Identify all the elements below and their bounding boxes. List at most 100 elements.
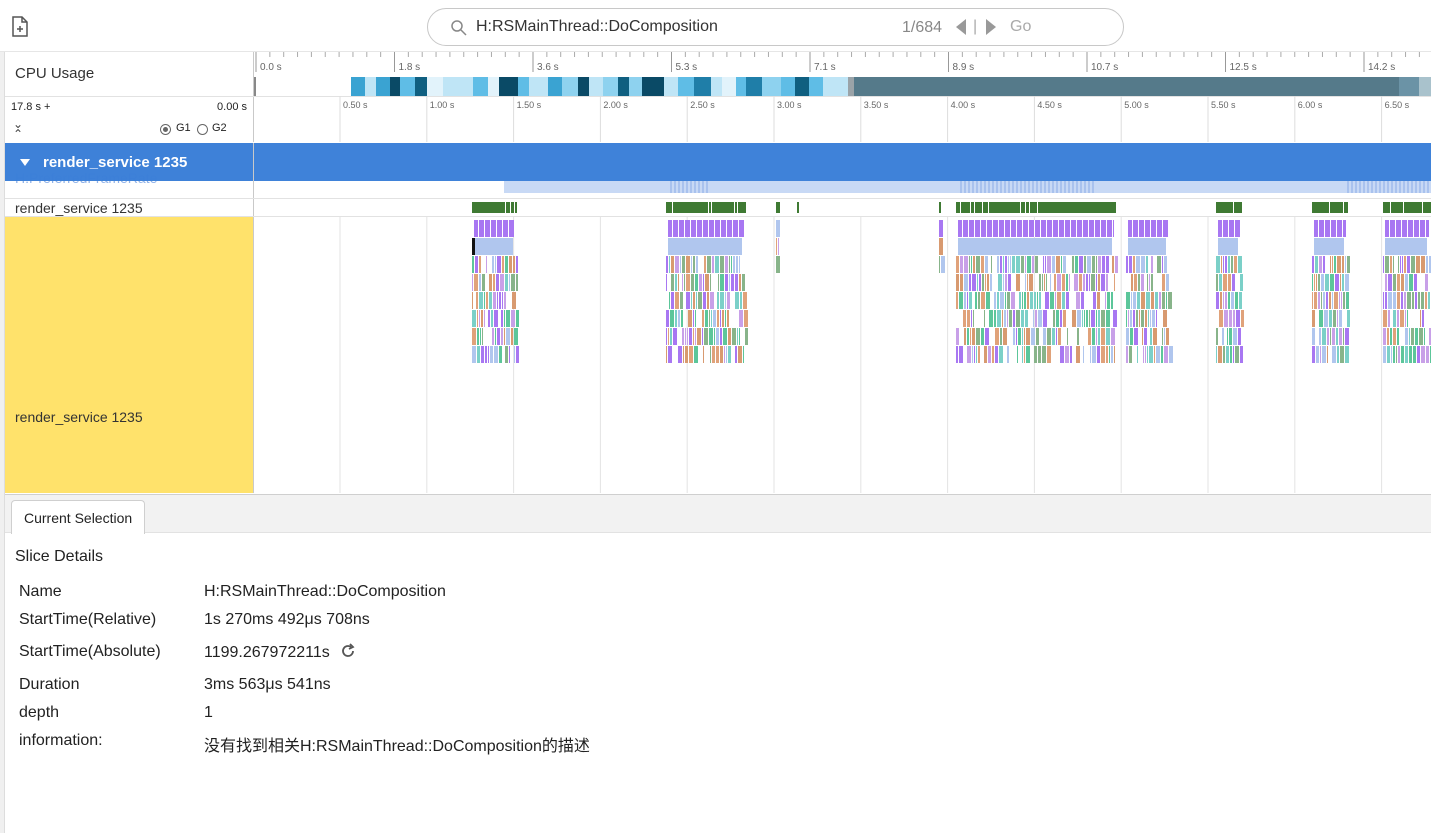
slice-block	[1050, 274, 1051, 291]
refresh-icon[interactable]	[340, 643, 356, 659]
slice-block	[1385, 274, 1387, 291]
slice-block	[1232, 274, 1235, 291]
thread-state-block	[983, 202, 988, 213]
group-g1-radio[interactable]	[160, 124, 171, 135]
slice-block	[1128, 238, 1166, 255]
slice-block	[976, 256, 980, 273]
slice-block	[479, 256, 481, 273]
slice-block	[739, 310, 743, 327]
slice-block	[1145, 310, 1147, 327]
slice-block	[1147, 274, 1148, 291]
slice-block	[682, 256, 685, 273]
process-row-render-service[interactable]: render_service 1235	[5, 143, 1431, 181]
cpu-usage-cell	[795, 77, 809, 96]
slice-block	[1337, 310, 1338, 327]
slice-block	[1336, 328, 1338, 345]
slice-block	[1149, 346, 1153, 363]
cpu-usage-cell	[589, 77, 603, 96]
thread-state-block	[735, 202, 737, 213]
chevron-down-icon[interactable]: ⌄	[13, 117, 24, 131]
slice-block	[979, 274, 981, 291]
slice-block	[1024, 292, 1026, 309]
slice-track[interactable]	[254, 217, 1431, 493]
thread-state-block	[1085, 202, 1091, 213]
group-g2-radio[interactable]	[197, 124, 208, 135]
slice-block	[1329, 292, 1331, 309]
slice-block	[977, 274, 978, 291]
search-input[interactable]: H:RSMainThread::DoComposition	[476, 18, 718, 35]
cpu-usage-cell	[809, 77, 823, 96]
slice-block	[1315, 256, 1318, 273]
slice-block	[670, 328, 672, 345]
sub-ruler-label: 1.50 s	[517, 100, 542, 110]
go-button[interactable]: Go	[1010, 18, 1032, 35]
slice-block	[964, 328, 966, 345]
slice-gap	[1330, 220, 1331, 237]
slice-block	[1426, 256, 1428, 273]
slice-gap	[708, 220, 709, 237]
preferred-frame-rate-track[interactable]	[254, 181, 1431, 198]
frame-rate-mark	[1080, 181, 1082, 193]
slice-block	[1162, 274, 1165, 291]
search-box[interactable]: H:RSMainThread::DoComposition 1/684 | Go	[427, 8, 1124, 46]
slice-block	[693, 292, 695, 309]
next-result-icon[interactable]	[986, 19, 996, 35]
slice-block	[726, 346, 727, 363]
slice-block	[729, 274, 730, 291]
slice-block	[1083, 274, 1085, 291]
slice-block	[1404, 292, 1406, 309]
slice-block	[1223, 346, 1225, 363]
thread-state-track[interactable]	[254, 199, 1431, 216]
slice-block	[1401, 292, 1403, 309]
slice-block	[994, 292, 996, 309]
slice-block	[1046, 274, 1047, 291]
range-control: 17.8 s + 0.00 s ⌄ ⌃ G1 G2	[5, 96, 253, 142]
slice-block	[740, 292, 742, 309]
slice-block	[511, 310, 515, 327]
slice-gap	[1168, 220, 1169, 237]
slice-block	[1083, 346, 1084, 363]
selected-thread-panel[interactable]: render_service 1235	[5, 217, 253, 493]
thread-state-block	[1330, 202, 1336, 213]
slice-block	[727, 310, 729, 327]
chevron-up-icon[interactable]: ⌃	[13, 127, 24, 141]
slice-block	[696, 292, 697, 309]
column-divider	[253, 143, 254, 493]
slice-block	[1098, 310, 1100, 327]
slice-block	[1131, 274, 1133, 291]
thread-state-block	[1016, 202, 1020, 213]
frame-rate-mark	[1072, 181, 1074, 193]
slice-block	[668, 346, 672, 363]
slice-block	[1076, 292, 1080, 309]
tab-current-selection[interactable]: Current Selection	[11, 500, 146, 534]
slice-gap	[472, 220, 473, 237]
previous-result-icon[interactable]	[956, 19, 966, 35]
caret-down-icon[interactable]	[20, 159, 30, 166]
slice-block	[1106, 328, 1110, 345]
slice-block	[1340, 346, 1344, 363]
frame-rate-mark	[1024, 181, 1026, 193]
slice-block	[1034, 292, 1036, 309]
thread-row-label[interactable]: render_service 1235	[15, 200, 143, 216]
slice-block	[1133, 310, 1135, 327]
slice-block	[682, 274, 683, 291]
slice-gap	[1138, 220, 1139, 237]
frame-rate-mark	[976, 181, 978, 193]
import-file-icon[interactable]	[10, 16, 30, 38]
slice-gap	[974, 220, 975, 237]
thread-state-block	[971, 202, 974, 213]
slice-block	[1016, 310, 1020, 327]
slice-block	[1007, 346, 1009, 363]
thread-state-block	[491, 202, 499, 213]
slice-block	[1043, 310, 1047, 327]
slice-block	[1335, 274, 1339, 291]
slice-block	[1151, 256, 1153, 273]
slice-block	[985, 256, 988, 273]
thread-state-block	[1076, 202, 1085, 213]
slice-block	[715, 256, 719, 273]
slice-block	[956, 346, 958, 363]
frame-rate-bar	[504, 181, 1431, 193]
slice-block	[1428, 292, 1430, 309]
ruler-tick-label: 5.3 s	[676, 62, 698, 73]
